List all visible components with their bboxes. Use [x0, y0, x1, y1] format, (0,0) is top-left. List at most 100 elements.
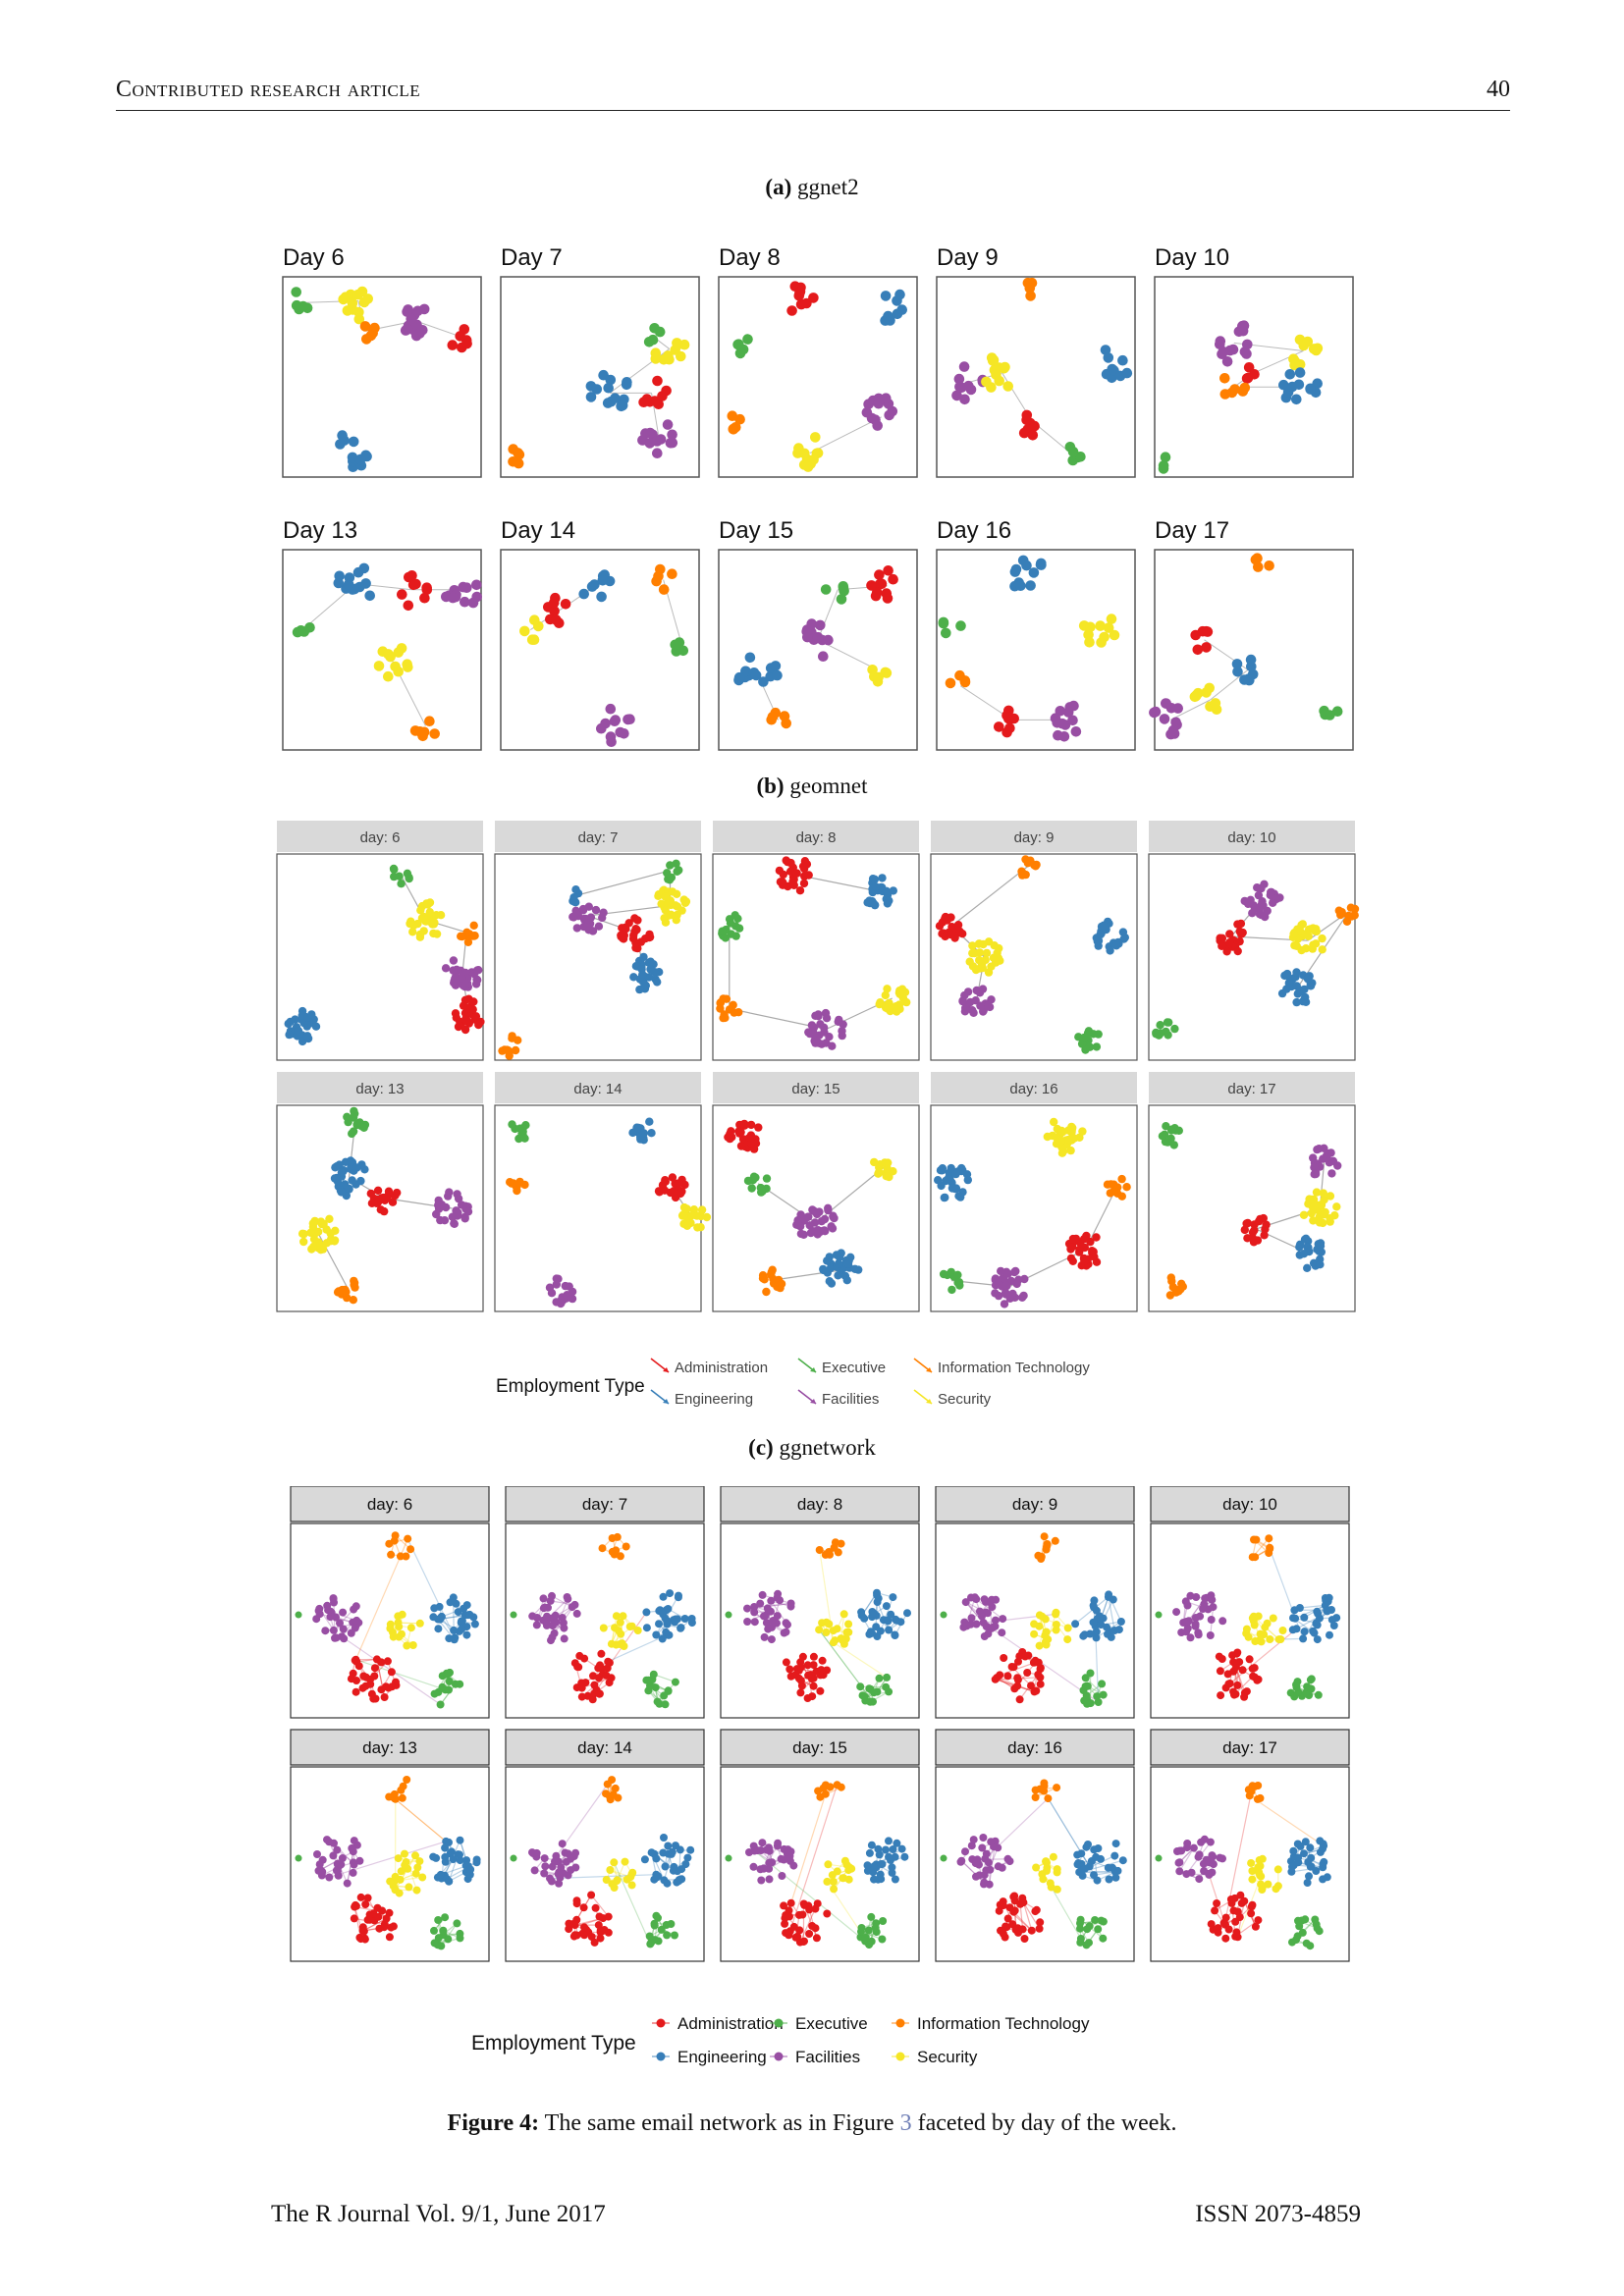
node-facilities: [991, 1275, 1000, 1285]
node-administration: [799, 1938, 808, 1946]
node-information-technology: [399, 1782, 407, 1790]
node-facilities: [412, 305, 423, 317]
node-information-technology: [387, 1550, 396, 1559]
node-facilities: [578, 904, 588, 914]
node-administration: [746, 1139, 756, 1148]
edge: [1269, 1548, 1304, 1639]
node-engineering: [947, 1184, 957, 1193]
node-executive: [295, 1611, 302, 1619]
node-security: [519, 625, 530, 637]
node-facilities: [767, 1635, 776, 1644]
node-administration: [1192, 644, 1204, 656]
node-administration: [387, 1668, 396, 1677]
node-information-technology: [730, 1008, 738, 1017]
node-engineering: [348, 436, 359, 448]
node-facilities: [825, 1033, 834, 1041]
node-security: [1289, 930, 1298, 938]
node-engineering: [472, 1858, 481, 1867]
legend-dot-icon: [656, 2052, 666, 2061]
node-facilities: [339, 1608, 348, 1617]
node-facilities: [352, 1602, 360, 1611]
node-information-technology: [1265, 1549, 1273, 1558]
node-facilities: [807, 1021, 817, 1030]
node-information-technology: [616, 1552, 624, 1561]
node-engineering: [1303, 1263, 1312, 1272]
legend-label: Security: [917, 2048, 978, 2066]
node-facilities: [1195, 1875, 1204, 1884]
node-security: [968, 948, 977, 958]
node-security: [673, 340, 683, 350]
node-engineering: [888, 1868, 896, 1877]
node-administration: [1229, 1906, 1238, 1915]
node-engineering: [1093, 1876, 1102, 1885]
node-executive: [1158, 1132, 1167, 1141]
node-information-technology: [406, 1545, 415, 1554]
node-security: [902, 997, 911, 1007]
arrow-icon: [926, 1367, 932, 1372]
edge: [613, 1862, 651, 1945]
node-security: [1043, 1132, 1052, 1142]
legend-item-security: Security: [892, 2048, 978, 2066]
node-engineering: [885, 315, 895, 326]
arrow-icon: [926, 1399, 932, 1404]
facet-strip: [713, 1072, 919, 1103]
node-facilities: [1253, 883, 1262, 892]
node-engineering: [302, 1032, 312, 1041]
node-facilities: [769, 1617, 778, 1625]
edge: [394, 1797, 447, 1842]
node-security: [828, 1871, 837, 1880]
node-engineering: [364, 590, 375, 602]
node-engineering: [429, 1852, 438, 1861]
node-administration: [572, 1899, 581, 1908]
node-engineering: [652, 1630, 661, 1639]
node-administration: [388, 1198, 398, 1206]
node-engineering: [1110, 1851, 1119, 1860]
node-engineering: [1288, 1862, 1296, 1871]
node-facilities: [458, 581, 468, 593]
node-executive: [653, 1697, 662, 1706]
node-information-technology: [402, 1552, 410, 1561]
node-security: [1066, 1146, 1075, 1155]
node-security: [1330, 1211, 1339, 1220]
node-security: [839, 1874, 848, 1883]
subfigure-caption-b: (b) geomnet: [0, 774, 1624, 799]
node-information-technology: [1251, 1782, 1259, 1790]
node-security: [1084, 637, 1095, 648]
node-facilities: [999, 1615, 1007, 1624]
node-engineering: [873, 1632, 882, 1640]
node-engineering: [634, 1123, 643, 1133]
node-executive: [743, 1176, 753, 1186]
node-engineering: [1092, 1606, 1101, 1615]
ggnet2-panel: Day 13: [282, 517, 482, 751]
node-information-technology: [655, 563, 666, 575]
node-security: [1109, 629, 1120, 641]
node-information-technology: [611, 1784, 620, 1792]
node-security: [373, 661, 385, 671]
node-engineering: [834, 1271, 842, 1280]
node-administration: [1015, 1652, 1024, 1661]
node-security: [325, 1214, 334, 1223]
node-engineering: [1118, 928, 1128, 936]
node-information-technology: [1117, 1174, 1126, 1184]
node-engineering: [842, 1276, 851, 1285]
node-facilities: [873, 398, 885, 409]
node-information-technology: [1043, 1542, 1051, 1551]
node-engineering: [891, 1631, 899, 1639]
node-engineering: [286, 1017, 295, 1027]
node-executive: [1158, 460, 1169, 471]
legend-dot-icon: [656, 2018, 666, 2028]
node-executive: [1170, 1024, 1179, 1034]
facet-strip: [935, 1729, 1135, 1766]
node-security: [810, 432, 821, 443]
facet-strip-label: day: 7: [578, 829, 619, 846]
node-facilities: [980, 1880, 988, 1889]
node-facilities: [956, 1857, 965, 1866]
node-administration: [551, 614, 562, 625]
edge: [347, 1851, 354, 1884]
node-security: [415, 930, 425, 939]
figure-reference-link[interactable]: 3: [899, 2110, 912, 2136]
node-administration: [1066, 1254, 1076, 1263]
node-administration: [882, 593, 893, 604]
node-information-technology: [513, 448, 523, 458]
